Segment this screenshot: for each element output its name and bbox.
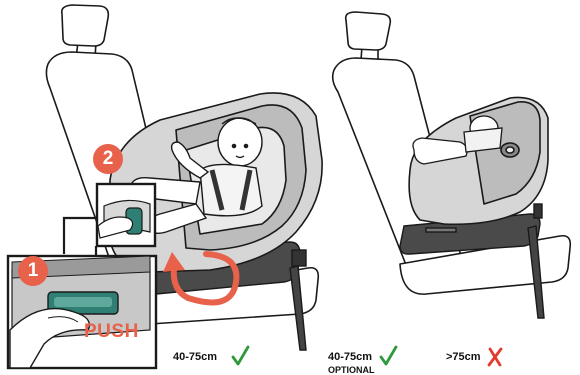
size-caption-left: 40-75cm <box>173 351 217 363</box>
step-badge-1: 1 <box>18 256 48 286</box>
step-badge-2: 2 <box>93 144 123 174</box>
cross-icon-right <box>489 349 501 365</box>
push-label: PUSH <box>84 321 139 343</box>
detail-box-step-2 <box>97 184 155 246</box>
check-icon-left <box>233 347 248 364</box>
detail-connector-lines <box>64 218 98 256</box>
size-caption-right: >75cm <box>446 351 481 363</box>
check-icon-middle <box>381 347 396 364</box>
size-caption-middle: 40-75cm <box>328 351 372 363</box>
